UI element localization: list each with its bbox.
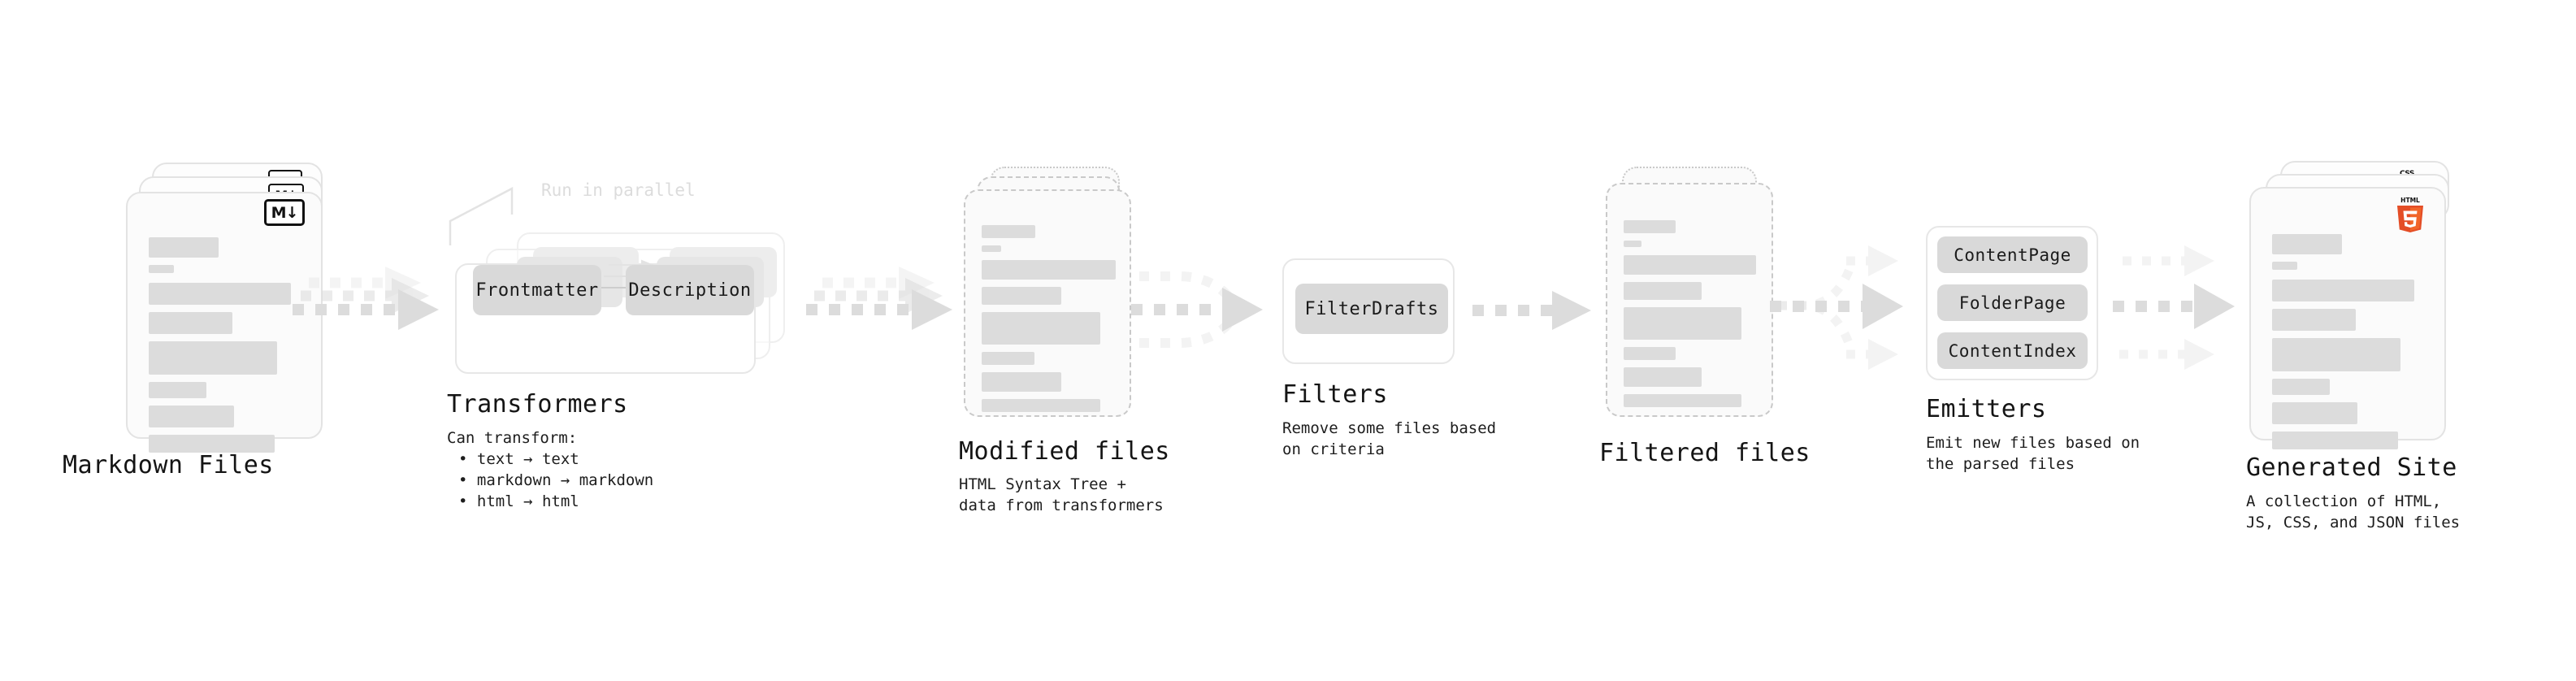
svg-text:HTML: HTML: [2400, 197, 2420, 204]
transformers-sub-line-3: • html → html: [458, 492, 579, 510]
generated-site-stack: CSS HTML: [2249, 161, 2469, 449]
modified-sub-line-0: HTML Syntax Tree +: [959, 475, 1126, 493]
filtered-file-stack: [1602, 167, 1789, 427]
stage-filtered-files: Filtered files: [1599, 167, 1810, 467]
connector-filtered-files-to-emitters: [1770, 245, 1903, 370]
run-in-parallel-bracket: [449, 186, 514, 245]
html5-icon: HTML: [2397, 197, 2423, 232]
transformers-sub-line-1: • text → text: [458, 450, 579, 468]
emitters-sub-line-0: Emit new files based on: [1926, 434, 2140, 452]
generated-sub-line-1: JS, CSS, and JSON files: [2246, 514, 2461, 531]
connector-transformers-to-modified-files: [806, 267, 952, 330]
emitters-subtitle: Emit new files based on the parsed files: [1926, 432, 2140, 475]
run-in-parallel-label: Run in parallel: [541, 180, 696, 200]
transformers-sub-line-0: Can transform:: [447, 429, 578, 447]
markdown-placeholder-lines: [149, 237, 300, 460]
filters-sub-line-1: on criteria: [1282, 440, 1385, 458]
emitter-chip-contentindex[interactable]: ContentIndex: [1937, 332, 2088, 369]
generated-sub-line-0: A collection of HTML,: [2246, 492, 2442, 510]
filtered-card-front: [1606, 183, 1773, 417]
markdown-file-stack: M↓ M↓ M↓: [126, 163, 337, 453]
connector-markdown-to-transformers: [293, 267, 439, 330]
stage-title-filters: Filters: [1282, 380, 1388, 409]
markdown-icon: M↓: [264, 199, 305, 226]
stage-title-filtered-files: Filtered files: [1599, 439, 1811, 467]
modified-sub-line-1: data from transformers: [959, 497, 1164, 514]
stage-title-markdown-files: Markdown Files: [63, 451, 274, 479]
filtered-placeholder-lines: [1624, 220, 1756, 414]
transformer-chip-frontmatter[interactable]: Frontmatter: [473, 265, 601, 315]
connector-filters-to-filtered-files: [1472, 291, 1591, 330]
stage-title-modified-files: Modified files: [959, 437, 1170, 466]
generated-placeholder-lines: [2272, 234, 2423, 457]
filters-sub-line-0: Remove some files based: [1282, 419, 1497, 437]
stage-title-generated-site: Generated Site: [2246, 453, 2457, 482]
filters-subtitle: Remove some files based on criteria: [1282, 418, 1496, 460]
filter-chip-filterdrafts[interactable]: FilterDrafts: [1295, 284, 1448, 334]
generated-site-subtitle: A collection of HTML, JS, CSS, and JSON …: [2246, 491, 2460, 533]
emitter-chip-contentpage[interactable]: ContentPage: [1937, 236, 2088, 273]
emitter-chip-folderpage[interactable]: FolderPage: [1937, 284, 2088, 321]
stage-markdown-files: M↓ M↓ M↓ Markdown Files: [63, 163, 337, 479]
stage-generated-site: CSS HTML: [2246, 161, 2469, 531]
stage-title-transformers: Transformers: [447, 390, 628, 419]
emitters-sub-line-1: the parsed files: [1926, 455, 2075, 473]
modified-placeholder-lines: [982, 225, 1116, 419]
transformers-subtitle: Can transform: • text → text • markdown …: [447, 427, 653, 512]
stage-title-emitters: Emitters: [1926, 395, 2047, 423]
transformers-sub-line-2: • markdown → markdown: [458, 471, 654, 489]
modified-file-stack: [961, 167, 1147, 427]
modified-files-subtitle: HTML Syntax Tree + data from transformer…: [959, 474, 1164, 516]
markdown-card-front: [126, 192, 323, 453]
stage-modified-files: Modified files HTML Syntax Tree + data f…: [959, 167, 1169, 514]
connector-modified-files-to-filters: [1131, 271, 1263, 348]
connector-emitters-to-generated-site: [2113, 245, 2235, 370]
transformer-chip-description[interactable]: Description: [626, 265, 754, 315]
modified-card-front: [964, 189, 1131, 417]
